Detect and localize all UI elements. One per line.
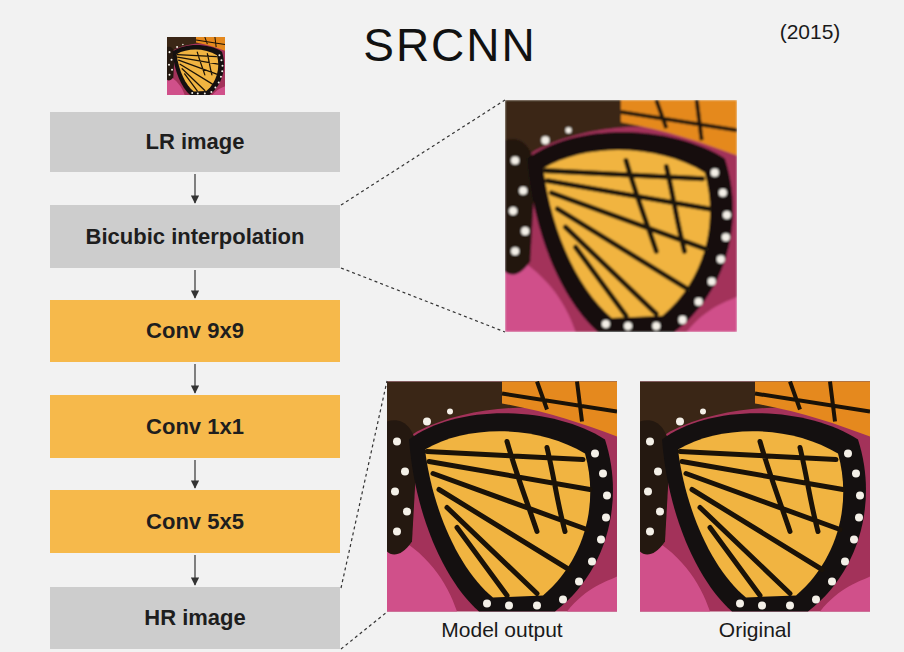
box-label: HR image	[144, 605, 245, 631]
flow-arrow	[194, 270, 195, 298]
box-label: Bicubic interpolation	[86, 224, 305, 250]
box-label: LR image	[145, 129, 244, 155]
model-output-image	[387, 382, 617, 612]
flow-arrow	[194, 555, 195, 585]
box-label: Conv 5x5	[146, 509, 244, 535]
flow-arrow	[194, 364, 195, 393]
conv-layer-box: Conv 1x1	[50, 395, 340, 458]
image-box: LR image	[50, 112, 340, 172]
image-caption: Original	[719, 618, 791, 642]
image-box: HR image	[50, 587, 340, 649]
box-label: Conv 9x9	[146, 318, 244, 344]
box-label: Conv 1x1	[146, 414, 244, 440]
flow-arrow	[194, 460, 195, 488]
process-box: Bicubic interpolation	[50, 205, 340, 268]
flow-arrow	[194, 174, 195, 203]
year-label: (2015)	[780, 20, 841, 44]
conv-layer-box: Conv 9x9	[50, 300, 340, 362]
image-caption: Model output	[441, 618, 562, 642]
conv-layer-box: Conv 5x5	[50, 490, 340, 553]
bicubic-image	[505, 100, 737, 332]
zoom-leader-lines	[341, 100, 505, 649]
input-thumbnail	[167, 37, 225, 95]
original-image	[640, 382, 870, 612]
slide-title: SRCNN	[363, 18, 537, 72]
